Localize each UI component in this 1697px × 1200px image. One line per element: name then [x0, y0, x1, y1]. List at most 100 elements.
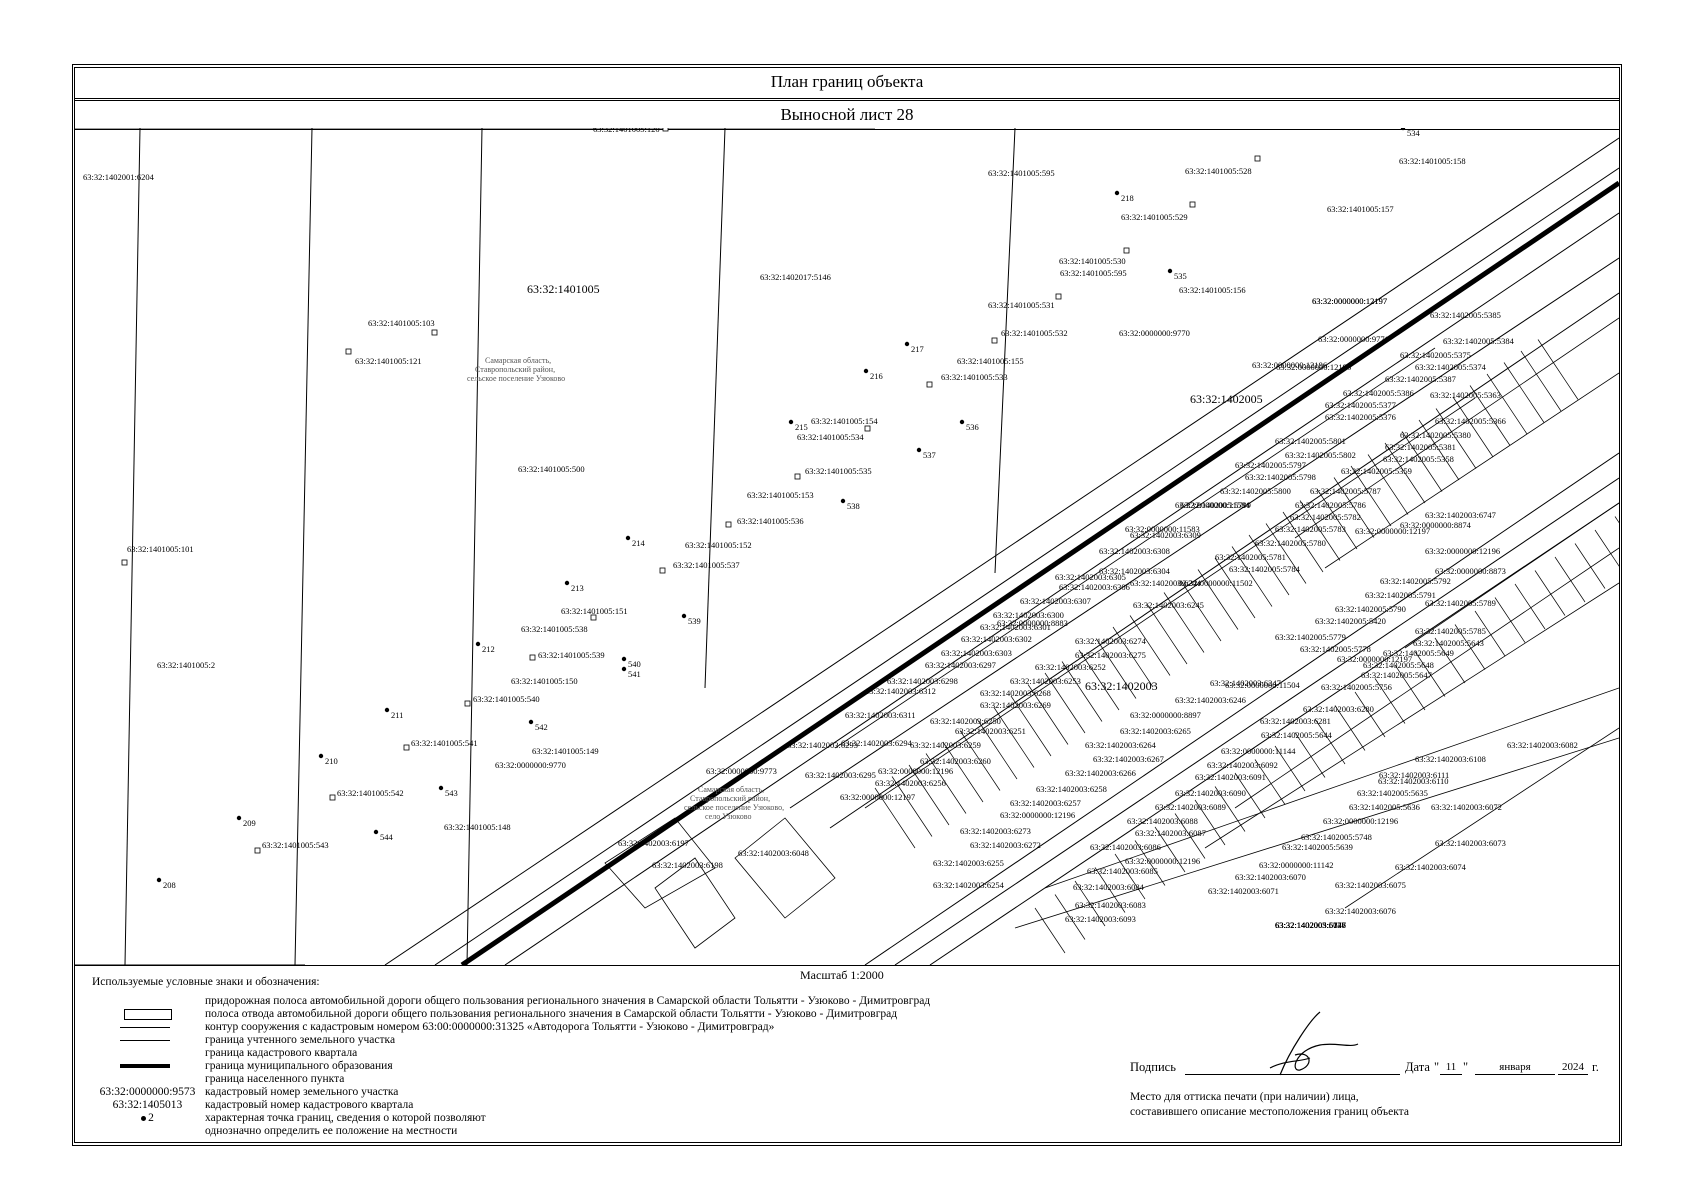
parcel-label: 63:32:1402003:6305 [1055, 572, 1126, 582]
legend-item-municipality-boundary: граница муниципального образования [90, 1060, 1090, 1073]
parcel-label: 63:32:1402005:5778 [1300, 644, 1371, 654]
parcel-label: 63:32:0000000:8897 [1130, 710, 1201, 720]
legend-symbol-thick-line [120, 1064, 170, 1068]
parcel-label: 63:32:1402003:6198 [652, 860, 723, 870]
parcel-label: 63:32:1402003:6246 [1175, 695, 1246, 705]
parcel-divider-line [1333, 477, 1375, 538]
parcel-label: 63:32:0000000:12196 [1125, 856, 1200, 866]
date-year[interactable]: 2024 [1562, 1061, 1584, 1073]
parcel-label: 63:32:1402005:5799 [1180, 500, 1251, 510]
parcel-label: 63:32:1402001:6204 [83, 172, 155, 182]
parcel-divider-line [1197, 569, 1239, 630]
legend-symbol-line [120, 1040, 170, 1041]
boundary-point-label: 210 [325, 756, 338, 766]
quarter-label-1402003: 63:32:1402003 [1085, 679, 1158, 693]
boundary-point-label: 216 [870, 371, 883, 381]
legend-item-characteristic-point: 2 характерная точка границ, сведения о к… [90, 1112, 1090, 1125]
parcel-label: 63:32:1402003:6147 [1275, 920, 1346, 930]
boundary-point-dot [840, 498, 846, 504]
parcel-divider-line [1234, 772, 1266, 819]
parcel-label: 63:32:1401005:536 [737, 516, 804, 526]
parcel-label: 63:32:1401005:538 [521, 624, 588, 634]
parcel-label: 63:32:1401005:528 [1185, 166, 1252, 176]
parcel-label: 63:32:1402003:6257 [1010, 798, 1081, 808]
municipality-note-2: Самарская область, Ставропольский район,… [684, 785, 784, 821]
date-quote-close: " [1463, 1060, 1469, 1074]
parcel-label: 63:32:0000000:12196 [1323, 816, 1398, 826]
boundary-point-dot [621, 656, 627, 662]
parcel-label: 63:32:1402005:5748 [1301, 832, 1372, 842]
parcel-divider-line [1010, 695, 1052, 757]
parcel-label: 63:32:1402003:6087 [1135, 828, 1206, 838]
boundary-point-label: 542 [535, 722, 548, 732]
left-boundaries [124, 128, 1016, 965]
legend-item-settlement-boundary: граница населенного пункта [205, 1073, 345, 1085]
legend-item-characteristic-point-cont: однозначно определить ее положение на ме… [205, 1125, 458, 1137]
parcel-divider-line [1214, 786, 1246, 832]
signature-line[interactable] [1185, 1074, 1400, 1075]
parcel-grid [75, 128, 1619, 929]
point-dot-icon [141, 1115, 147, 1121]
handwritten-signature-icon [1269, 1011, 1359, 1076]
legend-item-parcel-boundary: граница учтенного земельного участка [90, 1034, 1090, 1047]
parcel-label: 63:32:1402003:6311 [845, 710, 916, 720]
parcel-label: 63:32:1401005:541 [411, 738, 478, 748]
parcel-label: 63:32:0000000:11144 [1221, 746, 1296, 756]
boundary-point-label: 543 [445, 788, 458, 798]
date-month[interactable]: января [1499, 1061, 1531, 1073]
parcel-label: 63:32:1401005:595 [988, 168, 1055, 178]
cadastral-map[interactable]: 63:32:1401005 63:32:1402005 63:32:140200… [75, 128, 1619, 966]
legend-item-quarter-number: 63:32:1405013 кадастровый номер кадастро… [90, 1099, 1090, 1112]
parcel-divider-line [1214, 557, 1256, 619]
parcel-label: 63:32:1401005:149 [532, 746, 599, 756]
boundary-point-label: 544 [380, 832, 394, 842]
parcel-label: 63:32:1402005:5366 [1435, 416, 1506, 426]
parcel-label: 63:32:1402003:6244 [1130, 578, 1202, 588]
parcel-label: 63:32:1402005:5782 [1290, 512, 1361, 522]
parcel-divider-line [1248, 534, 1290, 596]
parcel-divider-line [1514, 583, 1546, 630]
parcel-label: 63:32:1402003:6308 [1099, 546, 1170, 556]
parcel-label: 63:32:1402003:6085 [1087, 866, 1158, 876]
parcel-label: 63:32:1401005:120 [593, 128, 660, 134]
boundary-point-dot [625, 535, 631, 541]
parcel-label: 63:32:1402003:6071 [1208, 886, 1279, 896]
parcel-label: 63:32:1401005:540 [473, 694, 540, 704]
parcel-label: 63:32:0000000:12197 [1355, 526, 1430, 536]
parcel-divider-line [1414, 651, 1446, 697]
legend-item-right-of-way: полоса отвода автомобильной дороги общег… [90, 1008, 1090, 1021]
parcel-divider-line [1265, 523, 1307, 584]
parcel-label: 63:32:1402003:6084 [1073, 882, 1145, 892]
parcel-label: 63:32:1402005:5376 [1325, 412, 1396, 422]
parcel-divider-line [1054, 894, 1086, 940]
parcel-divider-line [976, 718, 1018, 780]
parcel-label: 63:32:1402003:6304 [1099, 566, 1171, 576]
boundary-point-label: 536 [966, 422, 979, 432]
parcel-divider-line [942, 741, 984, 803]
parcel-label: 63:32:1402003:6076 [1325, 906, 1396, 916]
parcel-label: 63:32:1402005:5737 [1275, 920, 1346, 930]
parcel-label: 63:32:0000000:9773 [706, 766, 777, 776]
boundary-point-dot [1114, 190, 1120, 196]
parcel-label: 63:32:1402003:6302 [961, 634, 1032, 644]
parcel-label: 63:32:1402003:6260 [920, 756, 991, 766]
parcel-label: 63:32:1402003:6265 [1120, 726, 1191, 736]
parcel-label: 63:32:1402005:5798 [1245, 472, 1316, 482]
parcel-divider-line [1095, 638, 1137, 699]
date-day[interactable]: 11 [1445, 1061, 1457, 1073]
parcel-label: 63:32:1401005:153 [747, 490, 814, 500]
parcel-label: 63:32:1402003:6258 [1036, 784, 1107, 794]
boundary-point-label: 215 [795, 422, 808, 432]
parcel-label: 63:32:1401005:101 [127, 544, 194, 554]
parcel-divider-line [1537, 339, 1579, 400]
parcel-label: 63:32:1401005:539 [538, 650, 605, 660]
parcel-divider-line [1112, 626, 1154, 688]
parcel-divider-line [1316, 488, 1358, 550]
parcel-label: 63:32:0000000:12196 [878, 766, 953, 776]
parcel-label: 63:32:1401005:154 [811, 416, 878, 426]
parcel-labels-right: 63:32:0000000:1219763:32:0000000:977163:… [787, 296, 1578, 930]
parcel-divider-line [1134, 840, 1166, 886]
parcel-label: 63:32:1402005:5756 [1321, 682, 1392, 692]
parcel-label: 63:32:1402003:6088 [1127, 816, 1198, 826]
parcel-label: 63:32:1402003:6255 [933, 858, 1004, 868]
